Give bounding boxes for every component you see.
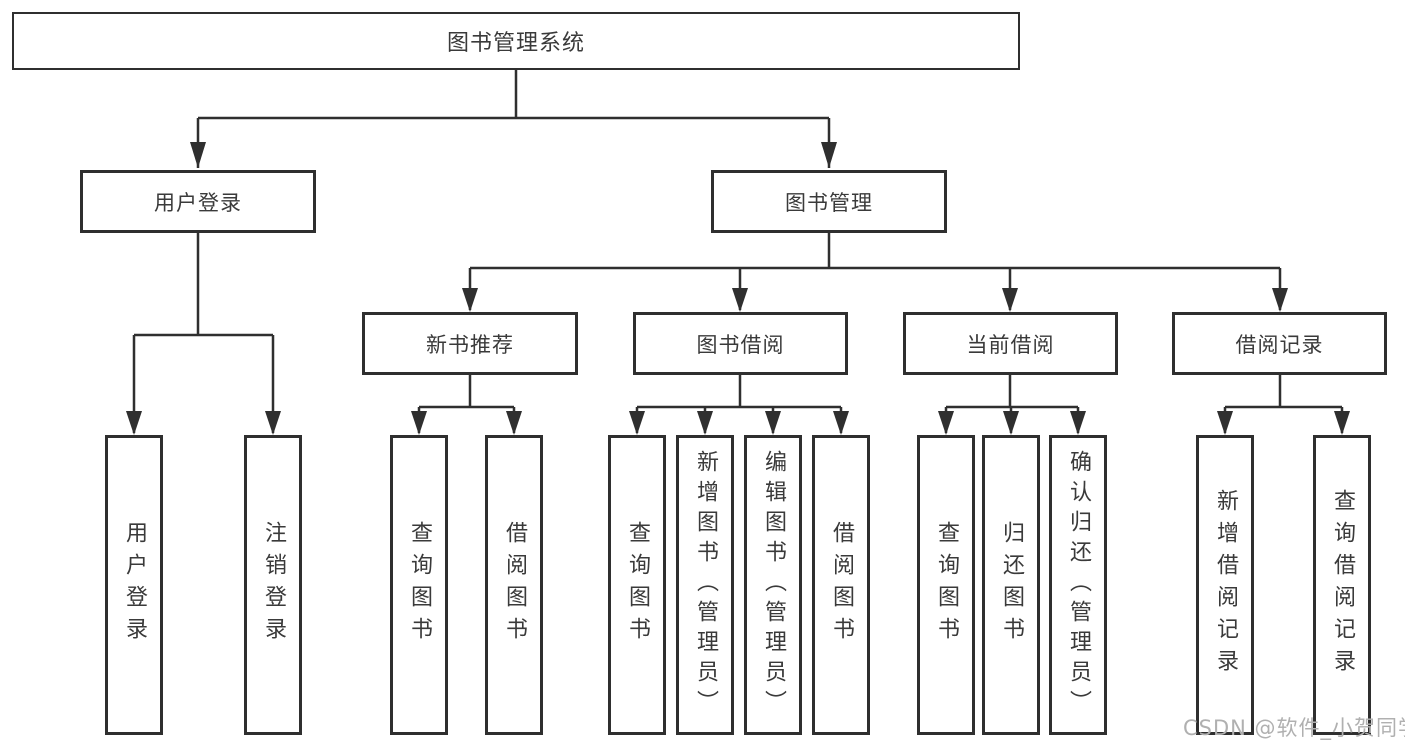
node-leaf-query-borrow-record: 查询借阅记录 <box>1313 435 1371 735</box>
node-leaf-query-books-recommend: 查询图书 <box>390 435 448 735</box>
node-leaf-borrow-books-recommend: 借阅图书 <box>485 435 543 735</box>
node-leaf-user-login: 用户登录 <box>105 435 163 735</box>
node-book-borrowing: 图书借阅 <box>633 312 848 375</box>
csdn-watermark: CSDN @软件_小贺同学 <box>1183 716 1405 740</box>
node-leaf-logout: 注销登录 <box>244 435 302 735</box>
node-leaf-add-borrow-record: 新增借阅记录 <box>1196 435 1254 735</box>
node-book-management: 图书管理 <box>711 170 947 233</box>
node-user-login: 用户登录 <box>80 170 316 233</box>
node-leaf-confirm-return-admin: 确认归还（管理员） <box>1049 435 1107 735</box>
node-leaf-add-book-admin: 新增图书（管理员） <box>676 435 734 735</box>
node-new-book-recommendation: 新书推荐 <box>362 312 578 375</box>
node-leaf-query-books-borrowing: 查询图书 <box>608 435 666 735</box>
arrowheads <box>126 142 1350 435</box>
node-leaf-borrow-books-borrowing: 借阅图书 <box>812 435 870 735</box>
node-borrowing-records: 借阅记录 <box>1172 312 1387 375</box>
node-leaf-edit-book-admin: 编辑图书（管理员） <box>744 435 802 735</box>
node-leaf-query-books-current: 查询图书 <box>917 435 975 735</box>
connector-edges <box>132 70 1344 433</box>
node-leaf-return-book: 归还图书 <box>982 435 1040 735</box>
node-current-borrowing: 当前借阅 <box>903 312 1118 375</box>
node-library-management-system: 图书管理系统 <box>12 12 1020 70</box>
